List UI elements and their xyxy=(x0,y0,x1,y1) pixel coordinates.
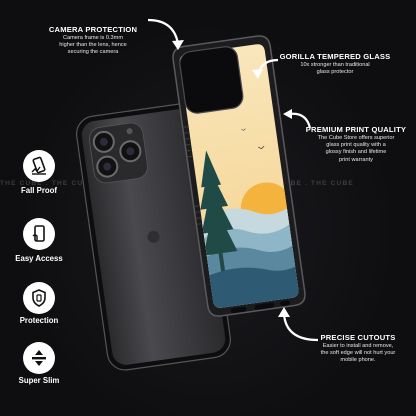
camera-protection-desc: Camera frame is 0.3mm higher than the le… xyxy=(59,34,127,56)
gorilla-arrow-icon xyxy=(252,58,279,79)
protection-shield-icon xyxy=(23,282,55,314)
camera-protection-title: CAMERA PROTECTION xyxy=(48,25,138,34)
cutouts-arrow-icon xyxy=(278,307,319,342)
gorilla-glass-callout: GORILLA TEMPERED GLASS 10x stronger than… xyxy=(276,52,394,76)
gorilla-glass-title: GORILLA TEMPERED GLASS xyxy=(279,52,391,61)
feature-label-super-slim: Super Slim xyxy=(18,376,60,385)
case-camera-cutout xyxy=(179,46,244,114)
print-quality-callout: PREMIUM PRINT QUALITY The Cube Store off… xyxy=(300,125,412,164)
feature-label-protection: Protection xyxy=(19,316,59,325)
camera-arrow-icon xyxy=(147,18,184,50)
camera-protection-callout: CAMERA PROTECTION Camera frame is 0.3mm … xyxy=(34,25,152,57)
feature-label-easy-access: Easy Access xyxy=(15,254,63,263)
precise-cutouts-desc: Easier to install and remove, the soft e… xyxy=(320,342,396,364)
precise-cutouts-callout: PRECISE CUTOUTS Easier to install and re… xyxy=(302,333,414,365)
print-quality-desc: The Cube Store offers superior glass pri… xyxy=(317,134,395,163)
case-bottom-cutouts xyxy=(230,300,291,314)
feature-label-fall-proof: Fall Proof xyxy=(21,186,57,195)
fall-proof-icon xyxy=(23,150,55,182)
print-quality-title: PREMIUM PRINT QUALITY xyxy=(305,125,407,134)
print-arrow-icon xyxy=(283,109,312,129)
gorilla-glass-desc: 10x stronger than traditional glass prot… xyxy=(300,61,370,75)
super-slim-icon xyxy=(23,342,55,374)
easy-access-icon xyxy=(23,218,55,250)
precise-cutouts-title: PRECISE CUTOUTS xyxy=(320,333,396,342)
